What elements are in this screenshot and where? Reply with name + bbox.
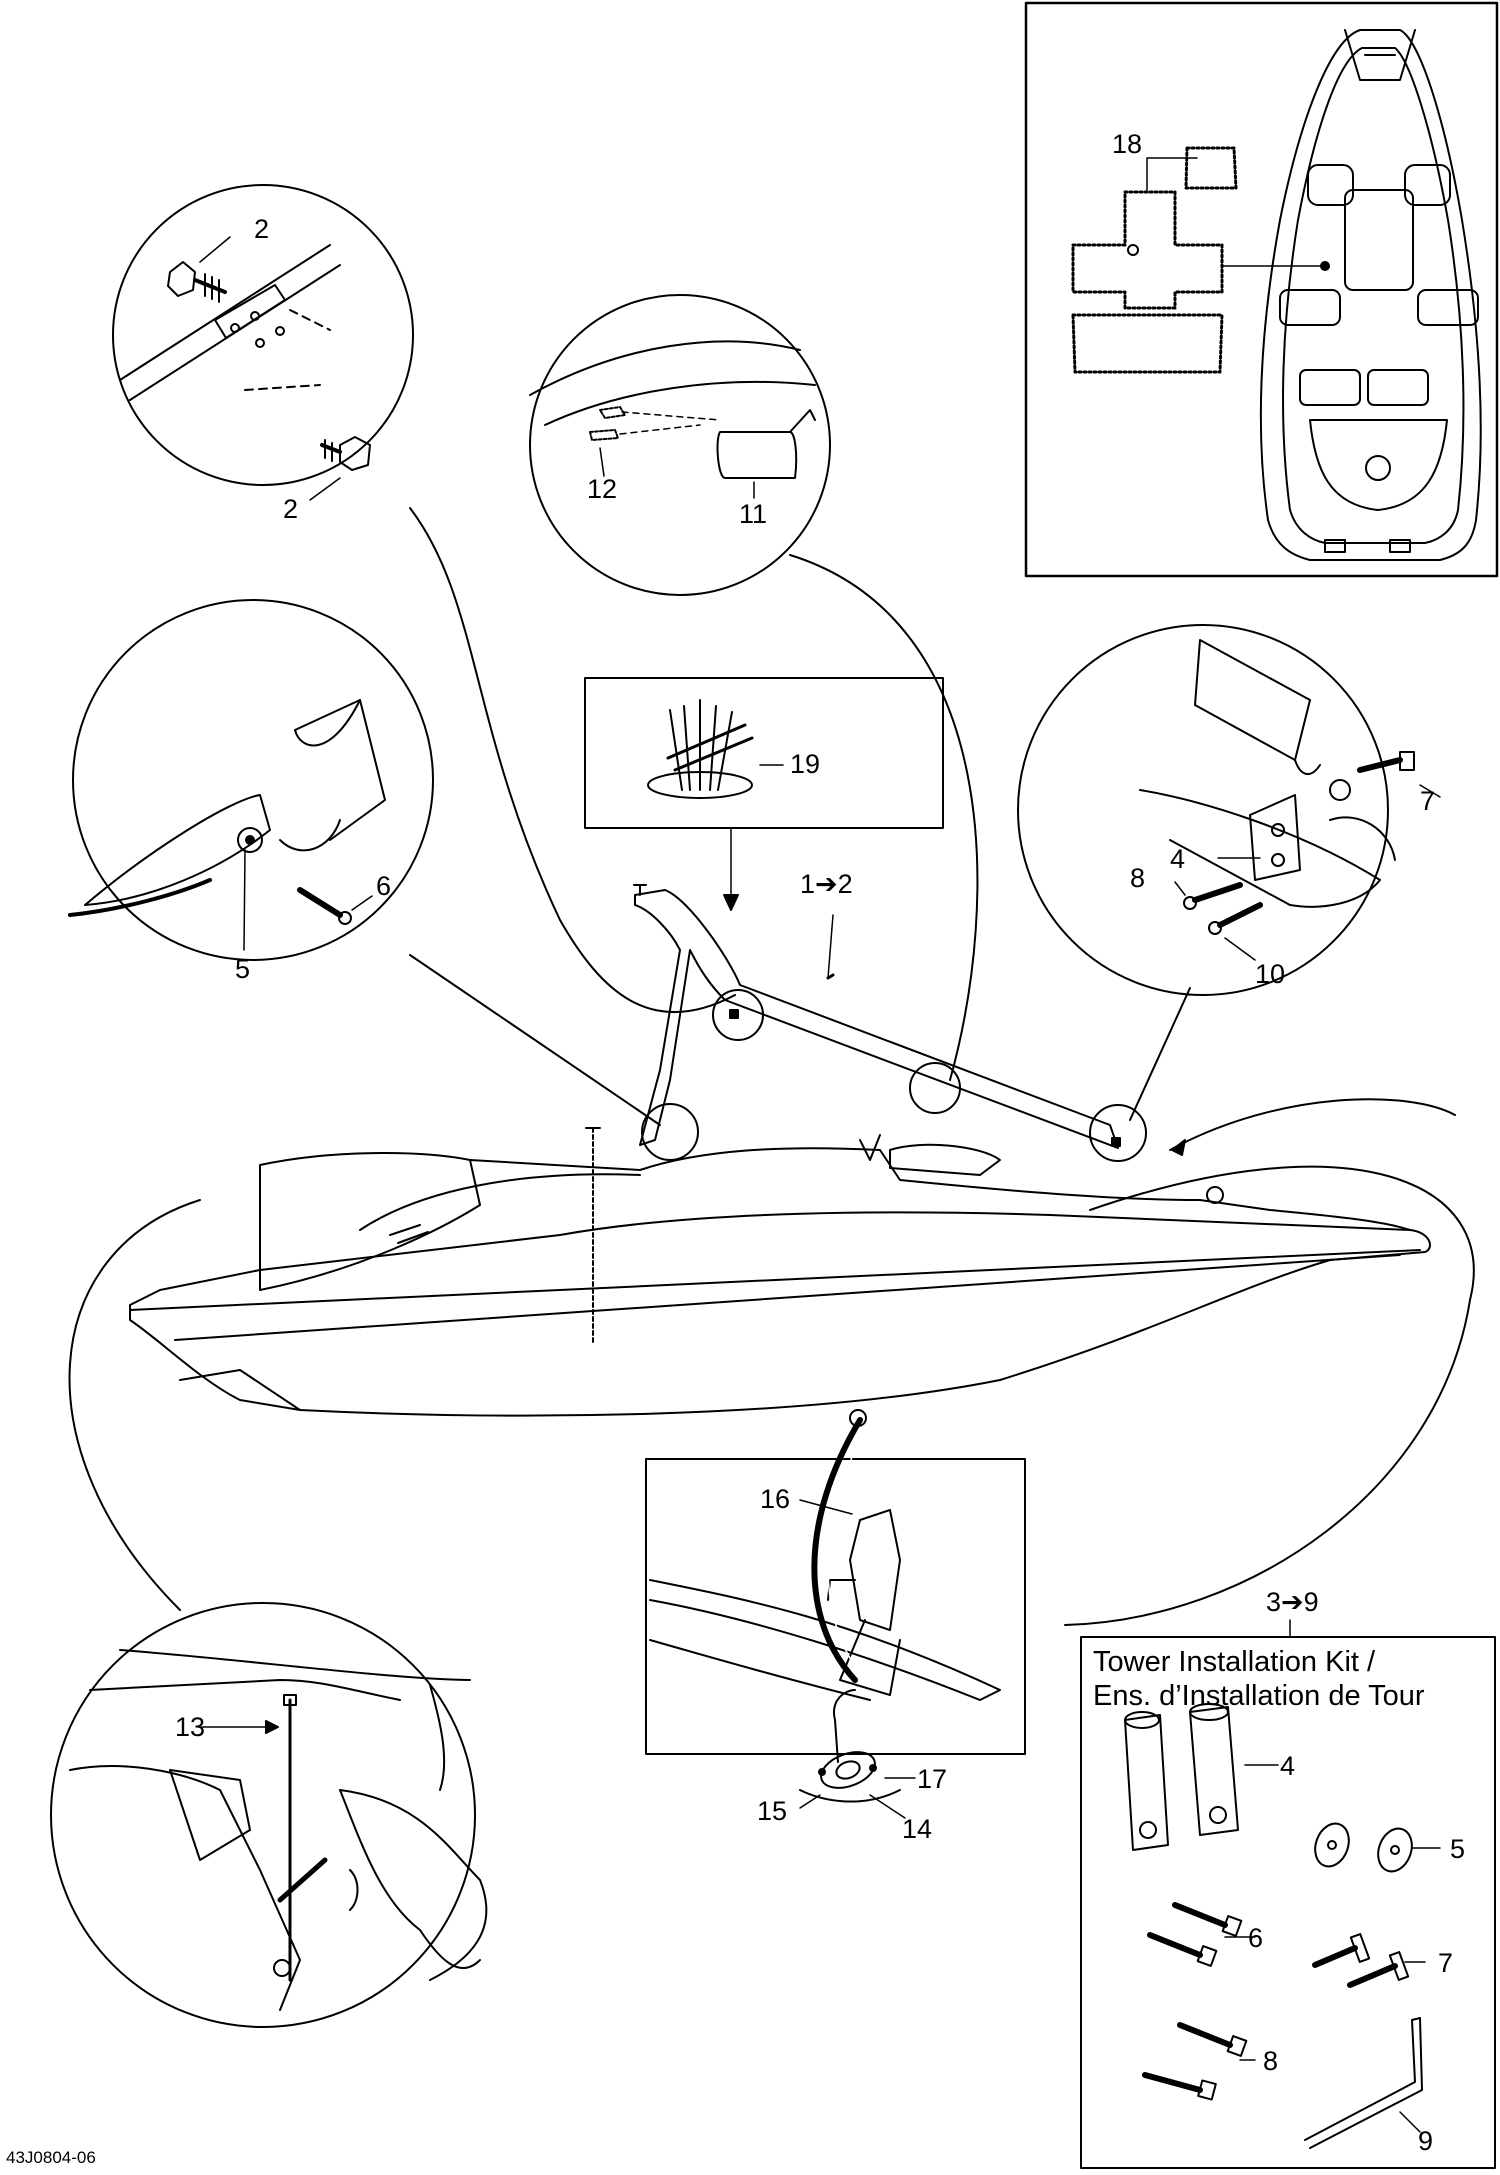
callout-screw-8: 8	[1130, 863, 1145, 893]
callout-washer: 5	[235, 954, 250, 984]
callout-kit-screw-8: 8	[1263, 2046, 1278, 2076]
callout-knob-upper: 2	[254, 214, 269, 244]
callout-kit-range: 3➔9	[1266, 1587, 1319, 1617]
tower-kit-title: Tower Installation Kit / Ens. d’Installa…	[1093, 1645, 1493, 1713]
callout-kit-spacer: 4	[1280, 1751, 1295, 1781]
callout-kit-screw-6: 6	[1248, 1923, 1263, 1953]
callout-screw-10: 10	[1255, 959, 1285, 989]
callout-tower-assembly: 1➔2	[800, 869, 853, 899]
callout-kit-washer: 5	[1450, 1834, 1465, 1864]
callout-mirror: 11	[739, 499, 767, 529]
callout-cable: 16	[760, 1484, 790, 1514]
mirror-detail-circle	[529, 294, 831, 596]
callout-mat: 18	[1112, 129, 1142, 159]
tie-wrap-box	[584, 677, 944, 911]
callout-mirror-screw: 12	[587, 474, 617, 504]
callout-rod: 13	[175, 1712, 205, 1742]
bracket-detail-circle	[1017, 624, 1441, 996]
rod-detail-circle	[50, 1602, 488, 2028]
connector-lines	[68, 507, 1475, 1638]
callout-grommet-14: 14	[902, 1814, 932, 1844]
callout-knob-lower: 2	[283, 494, 298, 524]
callout-spacer: 4	[1170, 844, 1185, 874]
top-view-inset	[1024, 1, 1499, 578]
tower-kit-title-line1: Tower Installation Kit /	[1093, 1646, 1376, 1678]
tower-kit-box	[1080, 1636, 1496, 2169]
callout-grommet-17: 17	[917, 1764, 947, 1794]
cable-detail-box	[645, 1409, 1026, 1819]
boat-side-view	[129, 884, 1431, 1417]
callout-kit-screw-7: 7	[1438, 1948, 1453, 1978]
callout-tie-kit: 19	[790, 749, 820, 779]
tower-kit-title-line2: Ens. d’Installation de Tour	[1093, 1680, 1425, 1712]
washer-detail-circle	[68, 599, 434, 961]
knob-detail-circle	[112, 184, 414, 501]
callout-grommet-15: 15	[757, 1796, 787, 1826]
callout-screw-7: 7	[1420, 786, 1435, 816]
callout-screw-6: 6	[376, 871, 391, 901]
callout-labels: 18 2 2 12 11 19 1➔2 6 5 7 4 8 10 16 17 1…	[175, 129, 1465, 2156]
callout-kit-key: 9	[1418, 2126, 1433, 2156]
figure-code: 43J0804-06	[6, 2148, 96, 2167]
